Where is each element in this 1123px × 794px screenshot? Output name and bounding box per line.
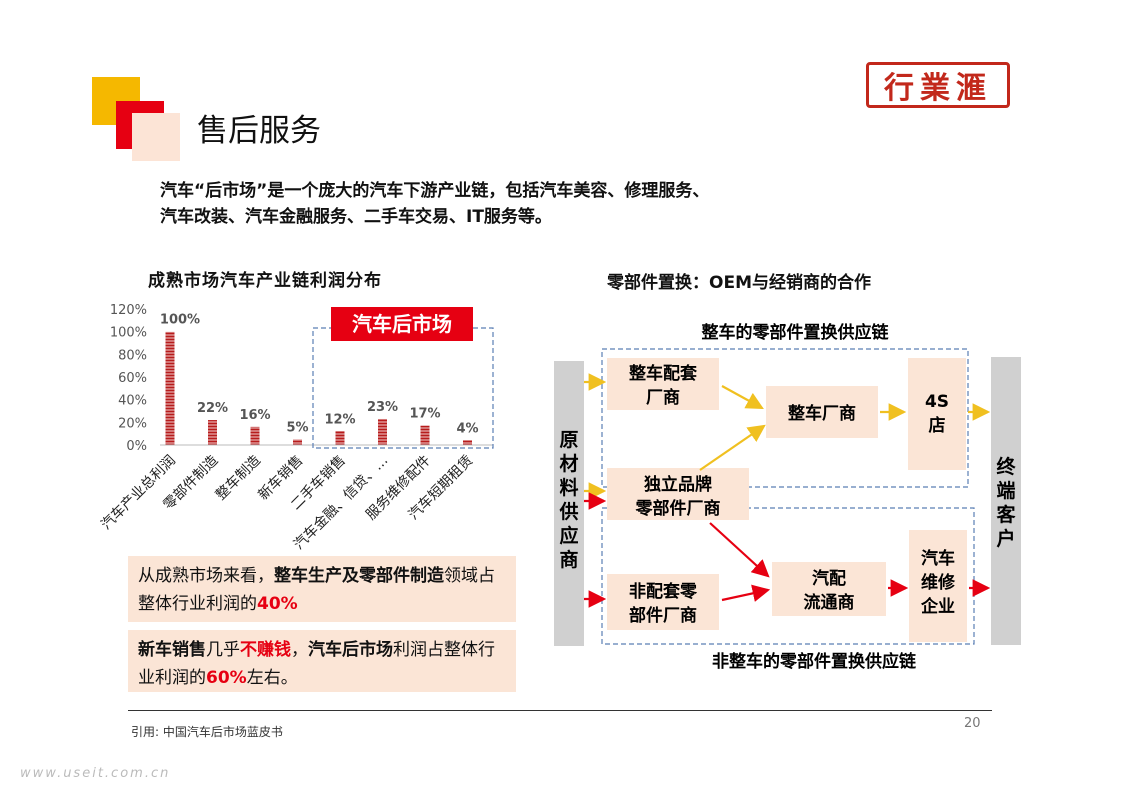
data-label: 17% bbox=[409, 407, 440, 422]
callout-second-b1: 新车销售 bbox=[138, 640, 206, 660]
end-customer-bar bbox=[991, 357, 1021, 645]
bar bbox=[208, 420, 217, 445]
end-customer-char: 端 bbox=[996, 479, 1015, 502]
bottom-chain-region bbox=[601, 507, 975, 645]
data-label: 12% bbox=[324, 412, 355, 427]
aftermarket-badge bbox=[331, 307, 473, 341]
store-4s-line1: 4S bbox=[925, 392, 949, 412]
data-label: 100% bbox=[160, 313, 200, 328]
oem-parts-line2: 厂商 bbox=[646, 387, 680, 408]
callout-first-b1: 整车生产及零部件制造 bbox=[274, 566, 444, 586]
arrow-oem-to-maker bbox=[721, 385, 764, 410]
independent-brand-box bbox=[607, 468, 749, 520]
callout-second: 新车销售几乎不赚钱，汽车后市场利润占整体行业利润的60%左右。 bbox=[128, 630, 516, 692]
distributor-line1: 汽配 bbox=[812, 568, 846, 589]
citation: 引用: 中国汽车后市场蓝皮书 bbox=[131, 725, 283, 739]
non-oem-parts-box bbox=[607, 574, 719, 630]
decor-square-peach bbox=[132, 113, 180, 161]
bar bbox=[293, 439, 302, 445]
raw-supplier-char: 应 bbox=[559, 524, 578, 547]
data-label: 5% bbox=[286, 420, 308, 435]
arrow-independent-to-maker bbox=[699, 424, 766, 471]
callout-first-p2: 领域占整体行业利润的 bbox=[138, 566, 495, 614]
data-label: 22% bbox=[197, 401, 228, 416]
callout-second-b2: 汽车后市场 bbox=[308, 640, 393, 660]
aftermarket-badge-label: 汽车后市场 bbox=[352, 312, 452, 336]
end-customer-char: 客 bbox=[996, 503, 1016, 526]
raw-supplier-bar bbox=[554, 361, 584, 646]
logo-stamp: 行業滙 bbox=[866, 62, 1010, 108]
callout-first-r1: 40% bbox=[257, 594, 298, 614]
profit-bar-chart: 0% 20% 40% 60% 80% 100% 120% 100% 22% 16% 5% 12% 23… bbox=[98, 303, 494, 553]
car-maker-box bbox=[766, 386, 878, 438]
raw-supplier-char: 供 bbox=[558, 500, 578, 523]
y-tick-label: 80% bbox=[118, 348, 147, 363]
distributor-box bbox=[772, 562, 886, 616]
y-tick-label: 0% bbox=[126, 439, 147, 454]
page-number: 20 bbox=[964, 716, 981, 731]
callout-second-r1: 不赚钱 bbox=[240, 640, 291, 660]
y-tick-label: 60% bbox=[118, 371, 147, 386]
raw-supplier-label: 原 材 料 供 应 商 bbox=[558, 429, 578, 571]
intro-line-1: 汽车“后市场”是一个庞大的汽车下游产业链，包括汽车美容、修理服务、 bbox=[160, 181, 710, 201]
non-oem-parts-line1: 非配套零 bbox=[629, 581, 698, 602]
data-label: 16% bbox=[239, 408, 270, 423]
diagram-title: 零部件置换：OEM与经销商的合作 bbox=[607, 273, 871, 293]
car-maker-label: 整车厂商 bbox=[788, 403, 856, 424]
callout-second-r2: 60% bbox=[206, 668, 247, 688]
chart-title: 成熟市场汽车产业链利润分布 bbox=[148, 271, 382, 291]
bar bbox=[378, 418, 387, 445]
x-tick-label: 整车制造 bbox=[212, 452, 264, 504]
intro-text: 汽车“后市场”是一个庞大的汽车下游产业链，包括汽车美容、修理服务、 汽车改装、汽… bbox=[160, 178, 709, 230]
callout-second-p2: ， bbox=[291, 640, 308, 660]
top-chain-region bbox=[601, 348, 969, 488]
oem-parts-line1: 整车配套 bbox=[629, 363, 698, 384]
top-chain-label: 整车的零部件置换供应链 bbox=[702, 322, 890, 343]
oem-parts-box bbox=[607, 358, 719, 410]
callout-second-p4: 左右。 bbox=[246, 668, 298, 688]
bar bbox=[250, 426, 260, 445]
bar bbox=[420, 425, 430, 445]
independent-brand-line2: 零部件厂商 bbox=[635, 498, 721, 519]
non-oem-parts-line2: 部件厂商 bbox=[629, 605, 697, 626]
raw-supplier-char: 原 bbox=[559, 429, 578, 451]
supply-chain-diagram: 整车的零部件置换供应链 非整车的零部件置换供应链 原 材 料 供 应 商 终 端… bbox=[554, 322, 1021, 672]
y-tick-label: 120% bbox=[110, 303, 147, 318]
bar bbox=[335, 431, 345, 445]
callout-second-p3: 利润占整体行业利润的 bbox=[138, 640, 495, 688]
store-4s-box bbox=[908, 358, 966, 470]
end-customer-char: 终 bbox=[996, 455, 1016, 478]
x-tick-label: 汽车产业总利润 bbox=[98, 452, 179, 533]
repair-shop-box bbox=[909, 530, 967, 642]
footer-divider bbox=[128, 710, 992, 711]
page-title: 售后服务 bbox=[197, 113, 321, 149]
intro-line-2: 汽车改装、汽车金融服务、二手车交易、IT服务等。 bbox=[160, 207, 552, 227]
data-label: 23% bbox=[367, 400, 398, 415]
raw-supplier-char: 材 bbox=[559, 452, 578, 475]
y-tick-label: 100% bbox=[110, 326, 147, 341]
repair-shop-line3: 企业 bbox=[920, 596, 955, 617]
y-tick-label: 20% bbox=[118, 416, 147, 431]
data-label: 4% bbox=[456, 421, 478, 436]
callout-first-p1: 从成熟市场来看， bbox=[138, 566, 274, 586]
end-customer-char: 户 bbox=[996, 527, 1015, 550]
y-tick-label: 40% bbox=[118, 394, 147, 409]
store-4s-line2: 店 bbox=[929, 415, 946, 436]
watermark: www.useit.com.cn bbox=[20, 766, 171, 781]
repair-shop-line1: 汽车 bbox=[921, 548, 955, 569]
arrow-non-oem-to-distributor bbox=[721, 584, 771, 602]
callout-first: 从成熟市场来看，整车生产及零部件制造领域占整体行业利润的40% bbox=[128, 556, 516, 622]
callout-second-p1: 几乎 bbox=[206, 640, 240, 660]
repair-shop-line2: 维修 bbox=[921, 572, 956, 593]
independent-brand-line1: 独立品牌 bbox=[644, 474, 712, 495]
bar bbox=[165, 331, 175, 445]
raw-supplier-char: 料 bbox=[559, 476, 578, 499]
bottom-chain-label: 非整车的零部件置换供应链 bbox=[712, 651, 917, 672]
raw-supplier-char: 商 bbox=[559, 548, 578, 571]
end-customer-label: 终 端 客 户 bbox=[996, 455, 1016, 550]
distributor-line2: 流通商 bbox=[804, 592, 855, 613]
arrow-independent-to-distributor bbox=[709, 522, 770, 578]
